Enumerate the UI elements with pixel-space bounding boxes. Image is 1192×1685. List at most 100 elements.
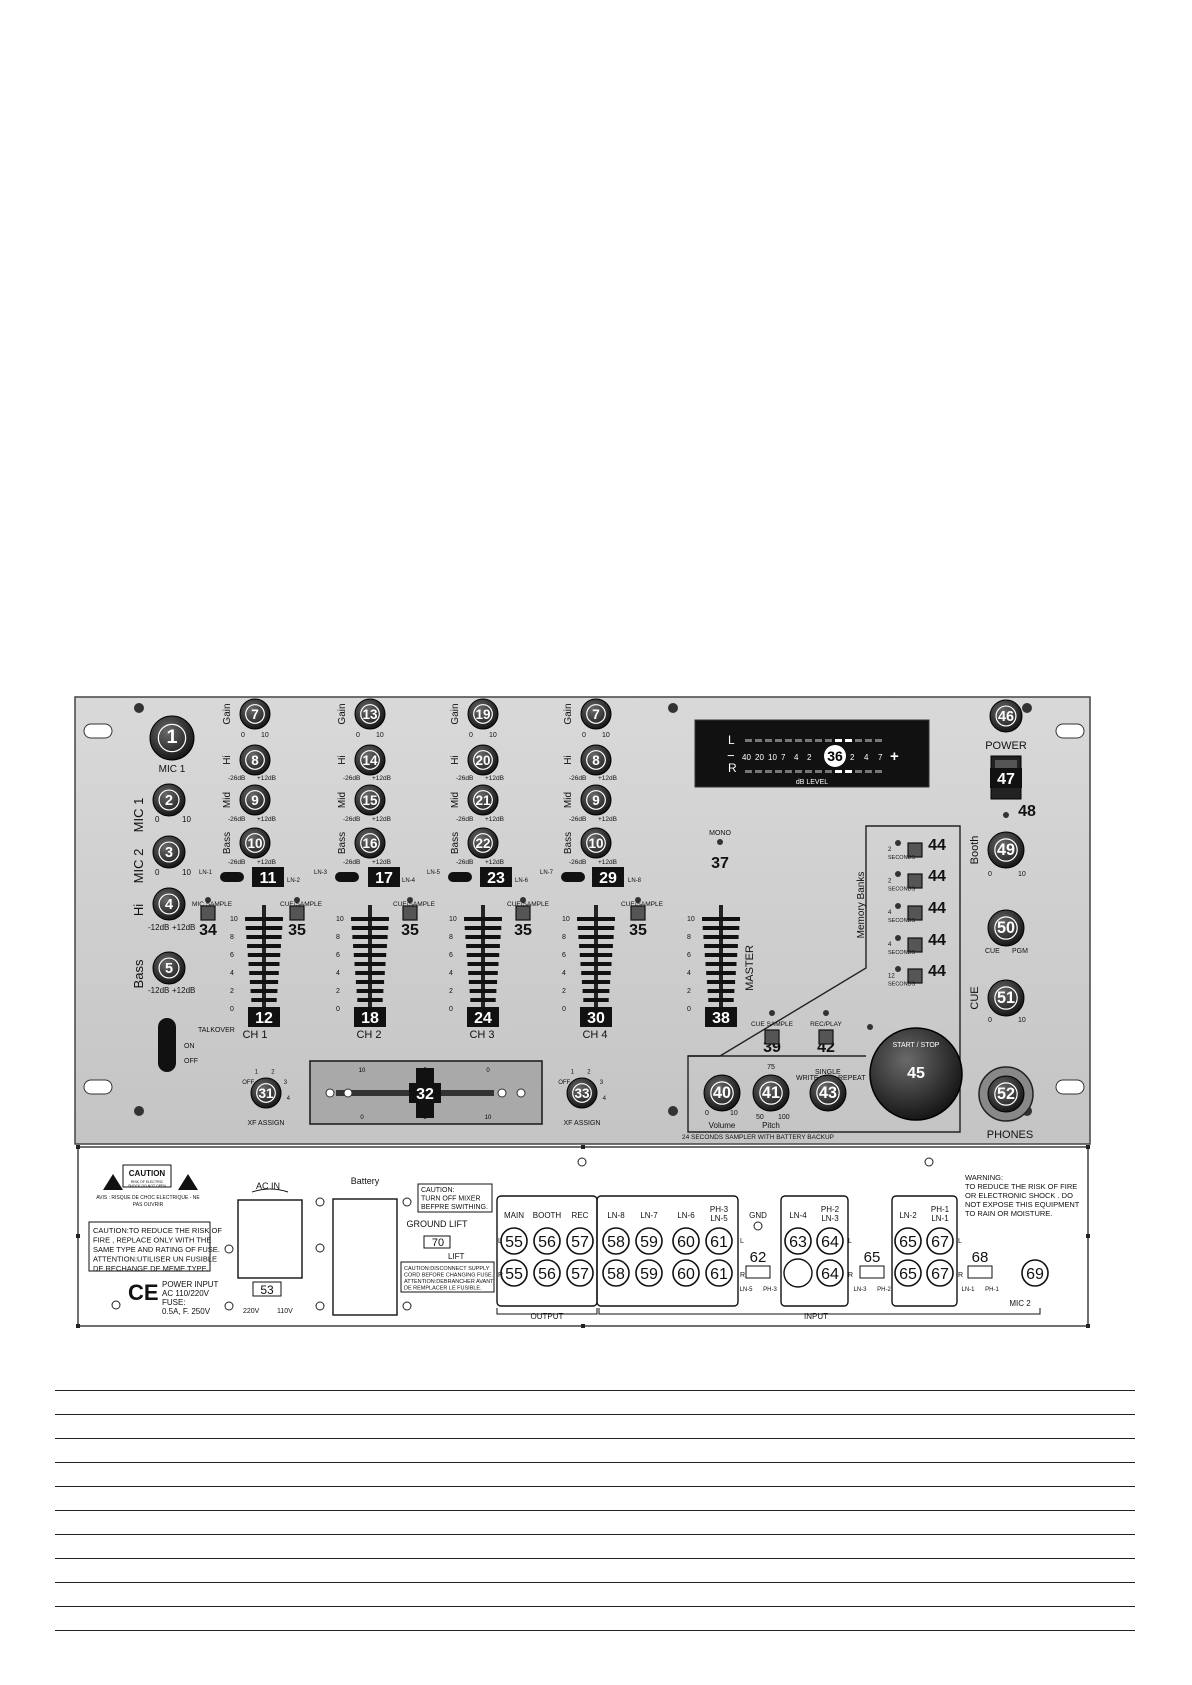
slider-tag-32[interactable] (409, 1083, 441, 1103)
knob-7[interactable] (239, 698, 271, 730)
sample-button[interactable] (907, 842, 923, 858)
rca-jack-58[interactable] (602, 1259, 630, 1287)
sample-button[interactable] (907, 937, 923, 953)
xfader-top-tick: 10 (359, 1068, 366, 1074)
eq-label: Bass (450, 832, 461, 854)
slider-tag-18[interactable] (354, 1007, 386, 1027)
knob-16[interactable] (354, 827, 386, 859)
knob-41[interactable] (752, 1074, 790, 1112)
line-phono-switch[interactable] (561, 872, 585, 882)
rca-jack-65[interactable] (894, 1227, 922, 1255)
knob-51[interactable] (987, 979, 1025, 1017)
sample-button[interactable] (907, 873, 923, 889)
sample-button[interactable] (907, 905, 923, 921)
knob-8[interactable] (580, 744, 612, 776)
knob-52[interactable] (987, 1075, 1025, 1113)
knob-50[interactable] (987, 909, 1025, 947)
rca-jack-69[interactable] (1021, 1259, 1049, 1287)
rca-jack-60[interactable] (672, 1227, 700, 1255)
rca-jack-64[interactable] (816, 1259, 844, 1287)
rca-jack-58[interactable] (602, 1227, 630, 1255)
knob-21[interactable] (467, 784, 499, 816)
rca-jack-59[interactable] (635, 1259, 663, 1287)
knob-43[interactable] (809, 1074, 847, 1112)
rca-jack-56[interactable] (533, 1227, 561, 1255)
front-panel: 1086420108642010864201086420108642010500… (74, 696, 1091, 1145)
sample-button[interactable] (289, 905, 305, 921)
rca-jack-64[interactable] (816, 1227, 844, 1255)
slider-tag-11[interactable] (252, 867, 284, 887)
line-phono-switch[interactable] (335, 872, 359, 882)
knob-10[interactable] (580, 827, 612, 859)
knob-4[interactable] (152, 887, 186, 921)
rca-jack-59[interactable] (635, 1227, 663, 1255)
volume-label: Volume (709, 1121, 736, 1130)
knob-10[interactable] (239, 827, 271, 859)
slider-tag-38[interactable] (705, 1007, 737, 1027)
knob-20[interactable] (467, 744, 499, 776)
slider-tag-47[interactable] (990, 768, 1022, 788)
knob-3[interactable] (152, 835, 186, 869)
ground-lift-label: GROUND LIFT (406, 1219, 468, 1229)
meter-r-label: R (728, 761, 737, 775)
fader-tick: 8 (562, 934, 566, 941)
rule-line (55, 1534, 1135, 1535)
sample-button[interactable] (402, 905, 418, 921)
knob-31[interactable] (250, 1077, 282, 1109)
knob-22[interactable] (467, 827, 499, 859)
ph3-header: PH-3 (710, 1205, 729, 1214)
slider-tag-12[interactable] (248, 1007, 280, 1027)
rca-jack-55[interactable] (500, 1227, 528, 1255)
rca-jack-57[interactable] (566, 1227, 594, 1255)
knob-9[interactable] (239, 784, 271, 816)
eq-range-lo: -26dB (456, 859, 473, 866)
knob-5[interactable] (152, 951, 186, 985)
knob-1[interactable] (149, 715, 195, 761)
slider-tag-17[interactable] (368, 867, 400, 887)
knob-2[interactable] (152, 783, 186, 817)
rca-jack-56[interactable] (533, 1259, 561, 1287)
line-phono-switch[interactable] (220, 872, 244, 882)
caution-supply-line: CORD BEFORE CHANGING FUSE. (404, 1273, 494, 1279)
knob-9[interactable] (580, 784, 612, 816)
vu-seg-l (825, 739, 832, 742)
slider-tag-30[interactable] (580, 1007, 612, 1027)
knob-15[interactable] (354, 784, 386, 816)
rca-jack-55[interactable] (500, 1259, 528, 1287)
sample-button[interactable] (200, 905, 216, 921)
knob-8[interactable] (239, 744, 271, 776)
ln1-header: LN-1 (931, 1214, 949, 1223)
rca-jack-61[interactable] (705, 1227, 733, 1255)
sample-button[interactable] (515, 905, 531, 921)
slider-tag-24[interactable] (467, 1007, 499, 1027)
rca-jack-67[interactable] (926, 1259, 954, 1287)
single-label: SINGLE (815, 1069, 841, 1076)
slider-callout-29: 29 (599, 870, 617, 887)
rca-jack-60[interactable] (672, 1259, 700, 1287)
knob-33[interactable] (566, 1077, 598, 1109)
rca-jack-61[interactable] (705, 1259, 733, 1287)
sample-button[interactable] (907, 968, 923, 984)
sample-button[interactable] (818, 1029, 834, 1045)
rca-jack-65[interactable] (894, 1259, 922, 1287)
slider-tag-23[interactable] (480, 867, 512, 887)
rule-line (55, 1558, 1135, 1559)
knob-40[interactable] (703, 1074, 741, 1112)
rca-jack-67[interactable] (926, 1227, 954, 1255)
fader-step (468, 980, 498, 984)
line-phono-switch[interactable] (448, 872, 472, 882)
rca-jack-57[interactable] (566, 1259, 594, 1287)
sample-button[interactable] (630, 905, 646, 921)
knob-7[interactable] (580, 698, 612, 730)
knob-14[interactable] (354, 744, 386, 776)
knob-46[interactable] (989, 699, 1023, 733)
repeat-label: REPEAT (838, 1075, 866, 1082)
output-header: REC (572, 1211, 589, 1220)
knob-19[interactable] (467, 698, 499, 730)
sample-button[interactable] (764, 1029, 780, 1045)
slider-tag-29[interactable] (592, 867, 624, 887)
ln-right: LN-2 (287, 878, 301, 884)
rca-jack-63[interactable] (784, 1227, 812, 1255)
knob-13[interactable] (354, 698, 386, 730)
knob-49[interactable] (987, 831, 1025, 869)
